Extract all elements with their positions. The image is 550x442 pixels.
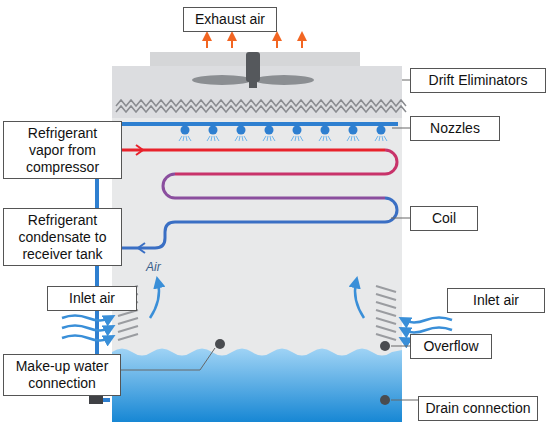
label-text: Exhaust air (189, 11, 271, 28)
label-box: Nozzles (410, 116, 500, 141)
label-text: Overflow (416, 338, 486, 355)
label-box: Drain connection (418, 396, 538, 421)
label-text: Make-up water connection (9, 358, 115, 392)
fan (192, 52, 314, 88)
label-text: Nozzles (416, 120, 494, 137)
leader-lines (121, 80, 418, 400)
drift-eliminators (116, 100, 406, 106)
label-text: Inlet air (53, 290, 131, 307)
label-box: Inlet air (47, 286, 137, 311)
label-box: Make-up water connection (3, 354, 121, 396)
air-label: Air (146, 260, 161, 274)
make-up-connection (215, 339, 225, 349)
tower-casing (112, 66, 402, 422)
label-box: Overflow (410, 334, 492, 359)
label-text: Refrigerant vapor from compressor (9, 125, 116, 175)
label-box: Coil (410, 206, 478, 231)
nozzles (179, 126, 387, 142)
label-box: Refrigerant vapor from compressor (3, 121, 122, 179)
label-box: Exhaust air (183, 7, 277, 32)
label-box: Drift Eliminators (410, 68, 546, 93)
drain-connection (380, 395, 390, 405)
basin-water (112, 349, 402, 423)
label-text: Inlet air (453, 292, 539, 309)
overflow-connection (380, 341, 390, 351)
label-box: Inlet air (447, 288, 545, 313)
label-box: Refrigerant condensate to receiver tank (3, 208, 122, 266)
label-text: Drift Eliminators (416, 72, 540, 89)
drift-eliminators (116, 106, 406, 112)
label-text: Coil (416, 210, 472, 227)
coil (122, 145, 397, 253)
label-text: Drain connection (424, 400, 532, 417)
exhaust-arrows (207, 36, 302, 48)
label-text: Refrigerant condensate to receiver tank (9, 212, 116, 262)
